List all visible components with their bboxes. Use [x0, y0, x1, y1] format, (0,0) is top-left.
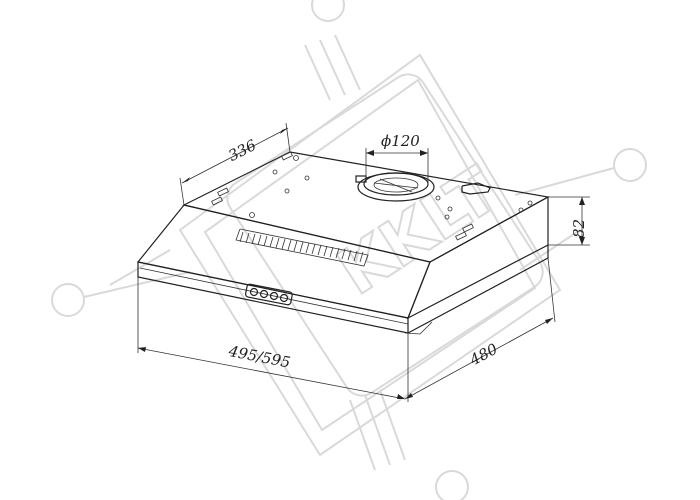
dim-depth-top-label: 336	[225, 136, 259, 165]
dim-height-label: 82	[570, 219, 588, 238]
button-icon	[269, 291, 279, 301]
dim-depth-label: 480	[466, 340, 501, 370]
mounting-bracket	[461, 182, 491, 195]
vent-slots	[235, 228, 369, 267]
watermark-circle-left	[51, 283, 85, 317]
watermark-logo: KKLT	[326, 154, 512, 310]
watermark-diamond-outer	[178, 53, 562, 457]
button-icon	[249, 287, 259, 297]
button-icon	[279, 293, 289, 303]
watermark-circle-top	[311, 0, 345, 22]
watermark-frame	[226, 73, 544, 397]
watermark-circle-bottom	[435, 470, 469, 500]
watermark: KKLT	[51, 0, 647, 500]
dimension-lines	[137, 122, 590, 402]
control-buttons	[245, 283, 293, 306]
duct-collar	[355, 172, 435, 202]
watermark-diamond-inner	[203, 78, 537, 432]
watermark-circle-right	[613, 148, 647, 182]
mounting-holes	[211, 151, 533, 241]
dim-duct-diameter-label: ϕ120	[381, 132, 420, 150]
button-icon	[259, 289, 269, 299]
